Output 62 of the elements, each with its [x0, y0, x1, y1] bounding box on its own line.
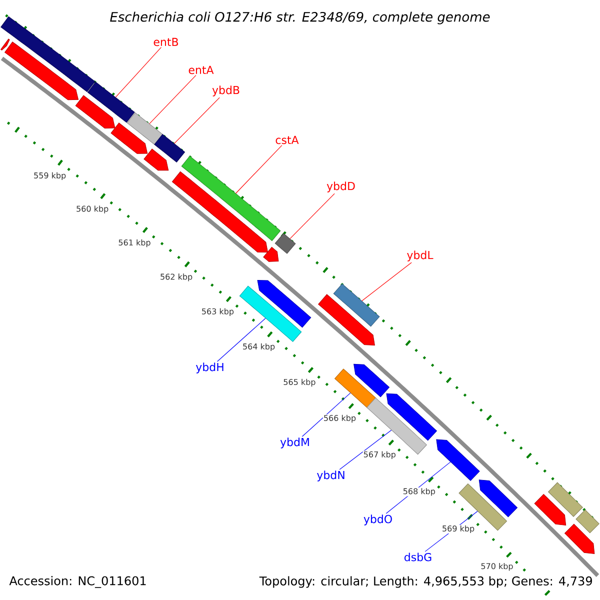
scale-label: 563 kbp [200, 308, 235, 316]
gene-bar [263, 246, 279, 262]
gene-label: cstA [276, 136, 299, 144]
leader-line [149, 75, 196, 124]
leader-line [174, 97, 220, 144]
gene-bar [386, 393, 437, 441]
gene-block [548, 482, 583, 517]
gene-label: entB [154, 38, 178, 46]
leader-line [302, 392, 351, 437]
scale-label: 570 kbp [480, 562, 514, 572]
scale-label: 562 kbp [160, 273, 194, 282]
gene-label: ybdD [326, 182, 355, 192]
gene-label: ybdB [212, 86, 240, 96]
gene-bar [4, 42, 79, 100]
gene-bar [534, 494, 566, 526]
leader-line [290, 193, 335, 240]
gene-bar [110, 122, 148, 154]
genome-stats-label: Topology: circular; Length: 4,965,553 bp; Genes: 4,739 [258, 575, 594, 589]
gene-bar [75, 95, 116, 128]
leader-line [339, 430, 392, 470]
gene-label: ybdH [196, 362, 224, 374]
gene-block [333, 284, 380, 327]
gene-block [181, 156, 281, 241]
gene-block [126, 112, 163, 145]
gene-label: ybdL [407, 250, 434, 262]
scale-label: 567 kbp [362, 450, 396, 460]
gene-block [87, 82, 135, 123]
accession-label: Accession: NC_011601 [8, 575, 148, 589]
gene-block [576, 510, 600, 534]
scale-label: 566 kbp [322, 414, 357, 424]
gene-label: ybdN [316, 470, 344, 482]
gene-label: ybdM [280, 438, 309, 448]
scale-label: 560 kbp [76, 205, 110, 214]
gene-bar [144, 148, 169, 171]
gene-block [274, 233, 296, 254]
gene-bar [354, 364, 390, 398]
gene-block [0, 16, 96, 92]
gene-bar [0, 38, 10, 50]
leader-line [115, 47, 162, 98]
gene-label: entA [188, 66, 214, 74]
gene-bar [478, 480, 518, 518]
scale-label: 559 kbp [33, 172, 67, 181]
scale-label: 569 kbp [441, 524, 476, 534]
gene-bar [318, 294, 375, 346]
gene-block [334, 368, 376, 408]
gene-block [458, 484, 507, 531]
scale-label: 568 kbp [402, 488, 436, 496]
title: Escherichia coli O127:H6 str. E2348/69, complete genome [110, 12, 490, 24]
gene-bar [564, 524, 595, 554]
scale-label: 565 kbp [282, 378, 316, 388]
gene-block [154, 134, 186, 162]
gene-bar [172, 171, 268, 253]
gene-bar [436, 439, 480, 481]
gene-label: dsbG [404, 552, 432, 562]
scale-label: 561 kbp [118, 238, 152, 248]
leader-line [236, 144, 282, 194]
leader-line [216, 318, 266, 362]
gene-bar [257, 280, 312, 328]
leader-line [362, 262, 412, 302]
gene-label: ybdO [364, 514, 392, 526]
scale-label: 564 kbp [242, 342, 276, 352]
gene-block [239, 286, 302, 342]
